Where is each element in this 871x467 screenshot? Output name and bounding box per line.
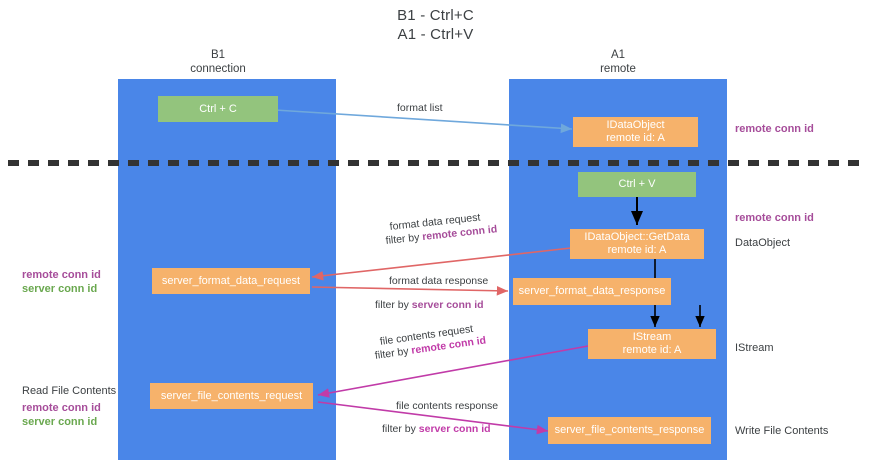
label-format-data-response-filter: filter by server conn id xyxy=(375,298,484,312)
label-format-data-response: format data response xyxy=(389,274,488,288)
box-idataobject-remote-id: remote id: A xyxy=(606,132,665,144)
box-idataobject-label: IDataObject xyxy=(606,119,665,131)
label-format-data-response-text: format data response xyxy=(389,275,489,287)
label-file-contents-response-filter: filter by server conn id xyxy=(382,422,491,436)
label-file-contents-response: file contents response xyxy=(396,399,498,413)
title-line-1: B1 - Ctrl+C xyxy=(397,7,474,24)
label-format-list: format list xyxy=(397,102,443,114)
annotation-right-write-file-contents: Write File Contents xyxy=(735,425,829,437)
annotation-right-remote-conn-id-top: remote conn id xyxy=(735,123,814,135)
box-idataobject-getdata-remote-id: remote id: A xyxy=(607,244,667,256)
annotation-left-remote-conn-id-mid: remote conn id xyxy=(22,269,101,281)
box-ctrl-c[interactable]: Ctrl + C xyxy=(158,96,278,122)
box-ctrl-v-label: Ctrl + V xyxy=(618,178,656,190)
annotation-right-remote-conn-id-mid: remote conn id xyxy=(735,212,814,224)
box-server-file-contents-request[interactable]: server_file_contents_request xyxy=(150,383,313,409)
filter-prefix: filter by xyxy=(375,299,412,311)
filter-key-server-conn-id: server conn id xyxy=(418,423,491,435)
column-header-b1: B1 connection xyxy=(108,48,328,76)
filter-prefix: filter by xyxy=(382,423,419,435)
column-header-a1-name: A1 xyxy=(610,49,626,61)
box-istream-remote-id: remote id: A xyxy=(622,344,682,356)
box-idataobject-getdata[interactable]: IDataObject::GetData remote id: A xyxy=(570,229,704,259)
box-istream-label: IStream xyxy=(632,331,672,343)
box-server-format-data-response[interactable]: server_format_data_response xyxy=(513,278,671,305)
annotation-left-read-file-contents: Read File Contents xyxy=(22,385,117,397)
label-file-contents-response-text: file contents response xyxy=(396,400,499,412)
annotation-left-server-conn-id-mid: server conn id xyxy=(22,283,98,295)
filter-key-server-conn-id: server conn id xyxy=(411,299,484,311)
box-server-format-data-request-label: server_format_data_request xyxy=(161,274,301,287)
box-server-file-contents-request-label: server_file_contents_request xyxy=(160,389,303,402)
box-ctrl-v[interactable]: Ctrl + V xyxy=(578,172,696,197)
annotation-right-dataobject: DataObject xyxy=(735,237,791,249)
box-server-format-data-response-label: server_format_data_response xyxy=(518,285,666,297)
column-header-a1-role: remote xyxy=(600,63,636,75)
title-line-2: A1 - Ctrl+V xyxy=(397,26,474,43)
box-server-file-contents-response[interactable]: server_file_contents_response xyxy=(548,417,711,444)
column-header-b1-role: connection xyxy=(190,63,246,75)
annotation-left-server-conn-id-bot: server conn id xyxy=(22,416,98,428)
box-ctrl-c-label: Ctrl + C xyxy=(199,102,237,115)
box-server-format-data-request[interactable]: server_format_data_request xyxy=(152,268,310,294)
filter-prefix: filter by xyxy=(374,344,413,362)
annotation-left-remote-conn-id-bot: remote conn id xyxy=(22,402,101,414)
filter-prefix: filter by xyxy=(385,231,423,247)
box-istream[interactable]: IStream remote id: A xyxy=(588,329,716,359)
box-idataobject-getdata-label: IDataObject::GetData xyxy=(584,231,690,243)
box-server-file-contents-response-label: server_file_contents_response xyxy=(554,424,705,436)
column-header-a1: A1 remote xyxy=(508,48,728,76)
page-title: B1 - Ctrl+C A1 - Ctrl+V xyxy=(0,6,871,44)
annotation-right-istream: IStream xyxy=(735,342,774,354)
box-idataobject[interactable]: IDataObject remote id: A xyxy=(573,117,698,147)
column-header-b1-name: B1 xyxy=(210,49,226,61)
